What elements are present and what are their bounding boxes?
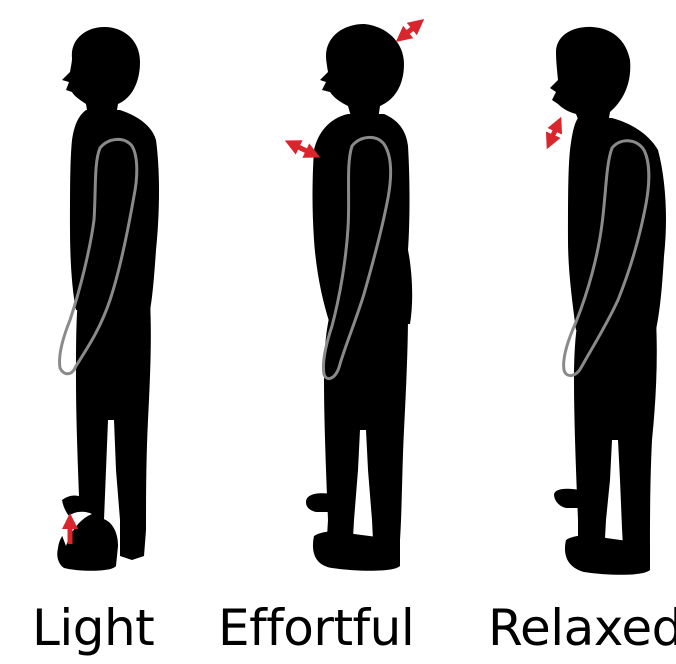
label-light: Light	[32, 592, 154, 664]
label-effortful: Effortful	[218, 592, 414, 664]
figure-effortful	[292, 24, 418, 571]
silhouette-light	[57, 27, 159, 571]
silhouette-effortful	[306, 24, 412, 571]
arrow-icon-chest	[292, 144, 313, 154]
label-relaxed: Relaxed	[488, 592, 676, 664]
silhouette-relaxed	[550, 27, 666, 575]
figure-relaxed	[550, 27, 666, 575]
arrow-icon-head	[402, 24, 418, 37]
figure-light	[57, 27, 159, 571]
arrow-icon-chin	[550, 124, 558, 142]
